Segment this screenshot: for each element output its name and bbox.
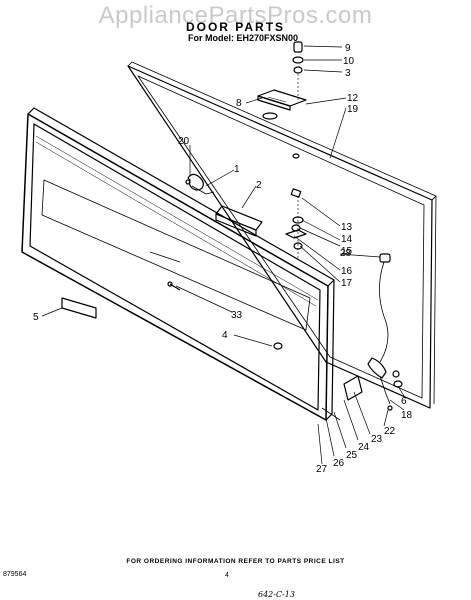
callout-24: 24 (358, 442, 370, 453)
document-number: 879564 (3, 571, 27, 578)
callout-15: 15 (341, 246, 353, 257)
callout-13: 13 (341, 222, 353, 233)
callout-14: 14 (341, 234, 353, 245)
callout-1: 1 (234, 164, 240, 175)
leader-lines (41, 45, 405, 465)
hinge-bolts (292, 41, 304, 100)
part-8-slot (262, 112, 278, 120)
page-number: 4 (225, 572, 229, 579)
door-liner-frame (127, 61, 437, 409)
switch-28 (379, 253, 391, 363)
model-number: For Model: EH270FXSN00 (188, 33, 299, 43)
callout-3: 3 (345, 68, 351, 79)
outer-door-panel (21, 107, 335, 421)
lower-hinge (367, 357, 403, 411)
handle-hint (149, 251, 181, 263)
handwritten-note: 642-C-13 (258, 590, 295, 599)
ordering-note: FOR ORDERING INFORMATION REFER TO PARTS … (126, 558, 345, 565)
label-plate-5 (61, 297, 97, 319)
callout-16: 16 (341, 266, 353, 277)
callout-4: 4 (222, 330, 228, 341)
callout-6: 6 (401, 396, 407, 407)
callout-26: 26 (333, 458, 345, 469)
callout-22: 22 (384, 426, 396, 437)
hinge-stack (285, 188, 307, 260)
callout-10: 10 (343, 56, 355, 67)
callout-9: 9 (345, 43, 351, 54)
page-title: DOOR PARTS (185, 20, 286, 34)
gasket-pieces (321, 375, 363, 421)
callout-18: 18 (401, 410, 413, 421)
hinge-hole (292, 153, 300, 159)
callout-19: 19 (347, 104, 359, 115)
callout-20: 20 (178, 136, 190, 147)
callout-28: 28 (340, 248, 352, 259)
hinge-bracket-8 (257, 89, 307, 111)
callout-8: 8 (236, 98, 242, 109)
wire-harness-20 (185, 173, 215, 195)
plug-4 (273, 342, 283, 350)
callout-25: 25 (346, 450, 358, 461)
watermark: AppliancePartsPros.com (98, 2, 373, 29)
callout-12: 12 (347, 93, 359, 104)
screw-33 (167, 281, 181, 291)
callout-2: 2 (256, 180, 262, 191)
callout-27: 27 (316, 464, 328, 475)
callout-5: 5 (33, 312, 39, 323)
callout-17: 17 (341, 278, 353, 289)
bracket-2 (215, 205, 263, 237)
callout-23: 23 (371, 434, 383, 445)
callout-33: 33 (231, 310, 243, 321)
